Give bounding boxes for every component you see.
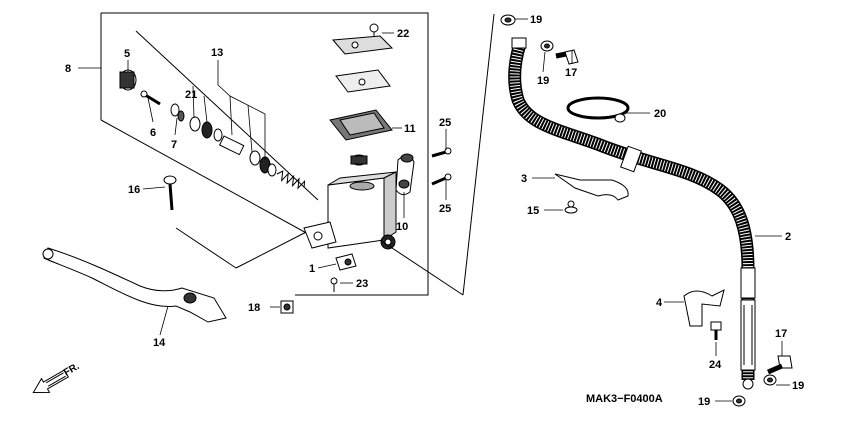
piston-set-part <box>201 121 306 190</box>
pivot-nut-part <box>280 300 294 314</box>
leader-lines <box>78 18 790 402</box>
callout-1: 1 <box>309 263 315 275</box>
top-washers <box>500 14 554 52</box>
callout-19-top-a: 19 <box>530 14 542 26</box>
callout-15: 15 <box>527 205 539 217</box>
callout-3: 3 <box>521 173 527 185</box>
master-cylinder-outline <box>100 12 429 296</box>
brake-lever-part <box>42 247 227 323</box>
reservoir-cap-part <box>331 35 394 55</box>
callout-10: 10 <box>396 221 408 233</box>
holder-part <box>395 153 415 196</box>
callout-23: 23 <box>356 278 368 290</box>
hose-clamp-part <box>566 96 630 123</box>
callout-7: 7 <box>171 139 177 151</box>
diaphragm-part <box>329 109 393 141</box>
circlip-part <box>170 103 180 117</box>
bottom-oil-bolt-part <box>767 355 793 375</box>
stay-lower-part <box>683 289 725 327</box>
callout-19-top-b: 19 <box>537 75 549 87</box>
callout-18: 18 <box>248 302 260 314</box>
callout-14: 14 <box>153 337 166 349</box>
pivot-bolt-part <box>163 175 177 211</box>
callout-5: 5 <box>124 48 130 60</box>
callout-2: 2 <box>785 231 791 243</box>
cap-screw-part <box>369 23 379 33</box>
callout-17-top: 17 <box>565 67 577 79</box>
stay-bolt-part <box>564 200 578 214</box>
callout-13: 13 <box>211 47 223 59</box>
hose-outline <box>379 13 495 296</box>
pushrod-part <box>140 90 161 106</box>
holder-bolt-parts <box>431 147 452 186</box>
front-direction-arrow: FR. <box>32 361 82 394</box>
callout-17-bottom: 17 <box>775 328 787 340</box>
callout-8: 8 <box>65 63 71 75</box>
washer-part <box>189 116 201 132</box>
callout-19-bottom-a: 19 <box>792 380 804 392</box>
front-direction-label: FR. <box>62 361 82 379</box>
callout-11: 11 <box>404 123 416 135</box>
stay-upper-part <box>554 173 629 201</box>
switch-screw-part <box>330 277 338 292</box>
master-cylinder-body <box>303 171 397 250</box>
diagram-code: MAK3−F0400A <box>586 393 663 405</box>
brake-hose-part <box>508 37 756 390</box>
callout-25-lower: 25 <box>439 203 451 215</box>
reservoir-cap-stack <box>329 23 394 166</box>
callout-6: 6 <box>150 127 156 139</box>
dust-boot-part <box>119 69 137 91</box>
piston-assembly <box>119 69 306 190</box>
callout-21: 21 <box>185 89 197 101</box>
callout-24: 24 <box>709 359 722 371</box>
callout-22: 22 <box>397 28 409 40</box>
stay-lower-bolt-part <box>710 321 722 340</box>
callout-4: 4 <box>656 297 663 309</box>
callout-20: 20 <box>654 108 666 120</box>
callout-25-upper: 25 <box>439 117 451 129</box>
callout-19-bottom-b: 19 <box>698 396 710 408</box>
brake-switch-part <box>335 253 357 271</box>
callout-labels: 1 2 3 4 5 6 7 8 10 11 13 14 15 16 17 17 … <box>65 14 804 408</box>
bottom-washers <box>732 374 777 407</box>
callout-16: 16 <box>128 184 140 196</box>
top-oil-bolt-part <box>555 49 579 65</box>
